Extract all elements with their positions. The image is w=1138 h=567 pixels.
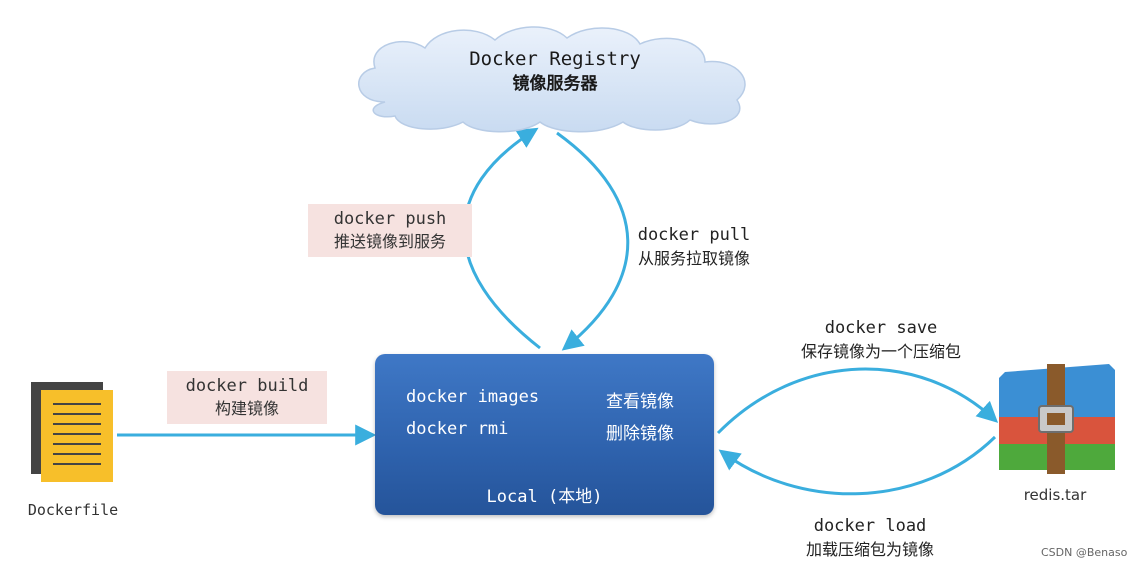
- local-desc-rmi: 删除镜像: [606, 424, 674, 444]
- pull-description: 从服务拉取镜像: [637, 249, 750, 268]
- save-command: docker save: [824, 318, 938, 338]
- save-description: 保存镜像为一个压缩包: [800, 342, 961, 361]
- push-label: docker push 推送镜像到服务: [308, 204, 472, 257]
- load-arrow: [718, 435, 997, 496]
- pull-command: docker pull: [637, 225, 751, 245]
- build-description: 构建镜像: [214, 399, 279, 418]
- load-label: docker load 加载压缩包为镜像: [770, 514, 970, 561]
- local-title: Local (本地): [486, 487, 603, 507]
- watermark: CSDN @Benaso: [1041, 546, 1128, 559]
- load-description: 加载压缩包为镜像: [805, 540, 934, 559]
- load-command: docker load: [813, 516, 927, 536]
- push-command: docker push: [333, 209, 447, 229]
- push-description: 推送镜像到服务: [333, 232, 446, 251]
- save-arrow: [716, 367, 999, 435]
- local-command-images: docker images: [406, 387, 540, 407]
- local-desc-images: 查看镜像: [606, 392, 674, 412]
- build-command: docker build: [185, 376, 309, 396]
- registry-title: Docker Registry: [469, 48, 641, 70]
- dockerfile-icon: [31, 382, 113, 482]
- local-images-box: docker images 查看镜像 docker rmi 删除镜像 Local…: [375, 354, 714, 515]
- pull-label: docker pull 从服务拉取镜像: [612, 223, 776, 270]
- archive-icon: [999, 364, 1115, 474]
- registry-label: Docker Registry 镜像服务器: [350, 46, 760, 96]
- pull-arrow: [556, 131, 630, 351]
- cloud-icon: [358, 26, 746, 133]
- build-label: docker build 构建镜像: [167, 371, 327, 424]
- save-label: docker save 保存镜像为一个压缩包: [770, 316, 992, 363]
- archive-label: redis.tar: [1023, 486, 1087, 504]
- dockerfile-label: Dockerfile: [27, 501, 119, 519]
- registry-subtitle: 镜像服务器: [512, 74, 598, 94]
- local-command-rmi: docker rmi: [406, 419, 509, 439]
- push-arrow: [462, 127, 541, 350]
